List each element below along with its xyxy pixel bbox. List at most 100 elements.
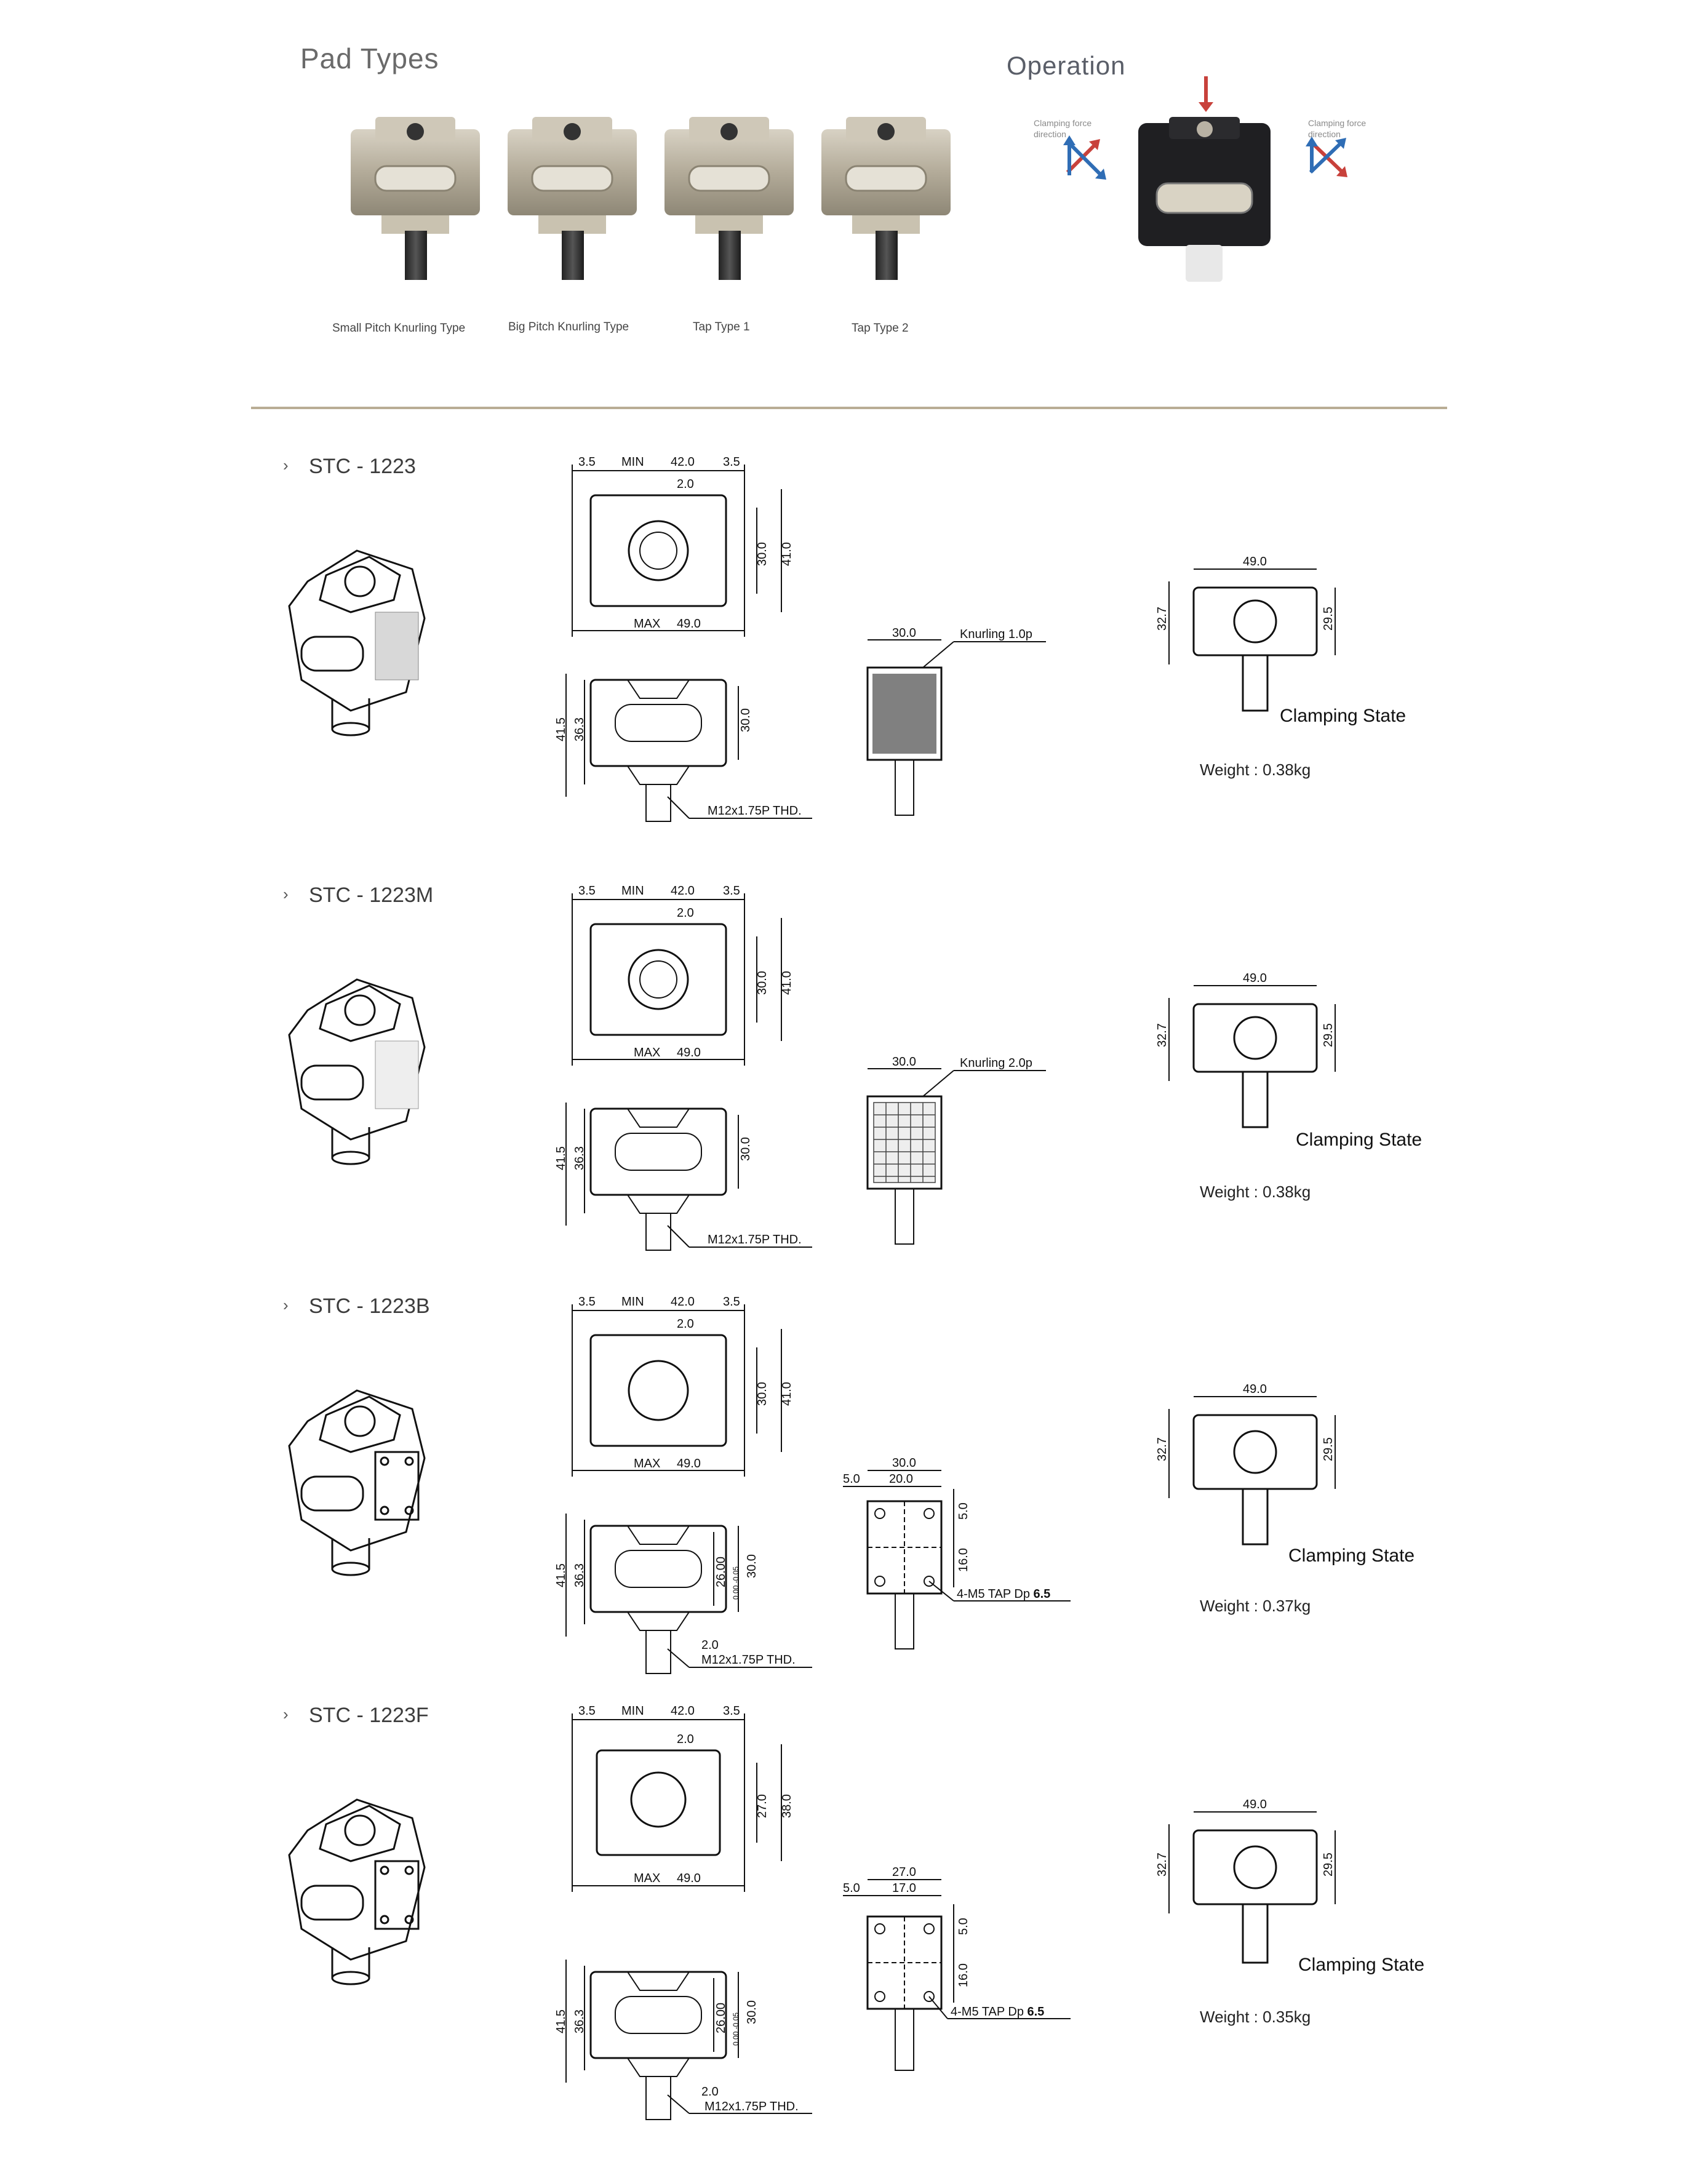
- dim-side-width: 30.0: [892, 1055, 916, 1069]
- knurling-pattern: [873, 1102, 936, 1183]
- operation-diagram: [1063, 76, 1347, 282]
- knurling-pattern: [872, 674, 936, 754]
- product-section-stc-1223f: › STC - 1223F: [0, 1701, 1708, 2144]
- dim-min-value: 42.0: [671, 884, 695, 898]
- tap-label: 4-M5 TAP Dp 6.5: [951, 2005, 1044, 2019]
- dim-state-h-right: 29.5: [1322, 1853, 1335, 1877]
- dim-max-label: MAX: [634, 1872, 660, 1885]
- side-view-drawing: 27.0 5.0 17.0 5.0 16.0 4-M5 TAP Dp 6.5: [843, 1865, 1071, 2071]
- dim-side-inner: 20.0: [889, 1472, 913, 1486]
- dim-center: 2.0: [677, 477, 694, 491]
- dim-max-value: 49.0: [677, 1872, 701, 1885]
- top-view-drawing: 3.5 MIN 42.0 3.5 2.0 30.0 41.0 MAX 49.0 …: [554, 455, 812, 822]
- down-arrow-icon: [1199, 76, 1213, 112]
- dim-h2: 41.0: [780, 971, 794, 995]
- dim-h2: 38.0: [780, 1794, 794, 1818]
- weight-label: Weight : 0.35kg: [1200, 2008, 1311, 2026]
- dim-h1: 30.0: [756, 971, 769, 995]
- dim-state-h-left: 32.7: [1155, 1023, 1169, 1047]
- pad-types-photos: [351, 117, 951, 280]
- operation-clamp-photo: [1138, 117, 1271, 282]
- section-title: STC - 1223B: [309, 1294, 430, 1318]
- dim-max-label: MAX: [634, 1046, 660, 1059]
- dim-min-label: MIN: [621, 1704, 644, 1718]
- top-view-drawing: 3.5 MIN 42.0 3.5 2.0 30.0 41.0 MAX 49.0 …: [554, 1295, 812, 1674]
- dim-h1: 27.0: [756, 1794, 769, 1818]
- weight-label: Weight : 0.38kg: [1200, 1183, 1311, 1201]
- dim-side-edge: 5.0: [843, 1881, 860, 1895]
- dim-side-v-top: 5.0: [957, 1918, 970, 1935]
- dim-max-value: 49.0: [677, 617, 701, 631]
- iso-drawing: [288, 1798, 426, 1985]
- side-view-drawing: 30.0 Knurling 1.0p: [866, 626, 1046, 816]
- dim-gap: 2.0: [701, 2085, 719, 2099]
- dim-min-value: 42.0: [671, 1295, 695, 1309]
- dim-state-h-left: 32.7: [1155, 1853, 1169, 1877]
- dim-right-gap: 3.5: [723, 455, 740, 469]
- product-section-stc-1223b: › STC - 1223B: [0, 1292, 1708, 1698]
- dim-state-width: 49.0: [1243, 1798, 1267, 1811]
- section-title: STC - 1223M: [309, 884, 434, 907]
- dim-left-gap: 3.5: [578, 1295, 596, 1309]
- thread-label: M12x1.75P THD.: [701, 1653, 796, 1667]
- iso-drawing: [288, 1389, 426, 1576]
- dim-min-value: 42.0: [671, 1704, 695, 1718]
- dim-h-mid: 26.00: [714, 2003, 728, 2033]
- dim-left-gap: 3.5: [578, 884, 596, 898]
- dim-h-body: 30.0: [739, 708, 752, 732]
- iso-drawing: [288, 978, 426, 1165]
- dim-h-outer: 41.5: [554, 2009, 568, 2033]
- dim-min-label: MIN: [621, 1295, 644, 1309]
- pad-caption-small-pitch: Small Pitch Knurling Type: [332, 322, 466, 335]
- dim-min-value: 42.0: [671, 455, 695, 469]
- dim-h1: 30.0: [756, 1382, 769, 1406]
- dim-min-label: MIN: [621, 455, 644, 469]
- side-view-drawing: 30.0 Knurling 2.0p: [866, 1055, 1046, 1245]
- side-view-drawing: 30.0 5.0 20.0 5.0 16.0 4-M5 TAP Dp 6.5: [843, 1456, 1071, 1649]
- product-section-stc-1223: › STC - 1223: [0, 452, 1708, 846]
- clamping-state-drawing: 49.0 32.7 29.5: [1155, 971, 1336, 1128]
- clamping-state-drawing: 49.0 32.7 29.5: [1155, 1382, 1336, 1546]
- clamping-force-label-right: Clamping force direction: [1308, 118, 1367, 139]
- thread-label: M12x1.75P THD.: [708, 804, 802, 818]
- dim-gap: 2.0: [701, 1638, 719, 1652]
- section-title: STC - 1223F: [309, 1704, 429, 1727]
- dim-state-h-right: 29.5: [1322, 1023, 1335, 1047]
- dim-right-gap: 3.5: [723, 1295, 740, 1309]
- thread-label: M12x1.75P THD.: [704, 2100, 799, 2113]
- dim-max-label: MAX: [634, 617, 660, 631]
- top-view-drawing: 3.5 MIN 42.0 3.5 2.0 27.0 38.0 MAX 49.0 …: [554, 1704, 812, 2120]
- pad-photo-tap-2: [821, 117, 951, 280]
- dim-h-body: 30.0: [745, 1554, 759, 1578]
- dim-max-value: 49.0: [677, 1457, 701, 1470]
- knurling-note: Knurling 1.0p: [960, 628, 1032, 641]
- dim-h-inner: 36.3: [573, 1146, 586, 1170]
- dim-side-v-mid: 16.0: [957, 1963, 970, 1987]
- left-arrows-icon: [1063, 135, 1106, 180]
- dim-max-value: 49.0: [677, 1046, 701, 1059]
- thread-label: M12x1.75P THD.: [708, 1233, 802, 1247]
- dim-h-outer: 41.5: [554, 717, 568, 741]
- dim-right-gap: 3.5: [723, 884, 740, 898]
- chevron-right-icon: ›: [283, 1705, 289, 1723]
- dim-h-body: 30.0: [745, 2000, 759, 2024]
- product-section-stc-1223m: › STC - 1223M: [0, 881, 1708, 1275]
- pad-photo-tap-1: [664, 117, 794, 280]
- dim-tolerance: 0.00 -0.05: [732, 1566, 740, 1600]
- dim-tolerance: 0.00 -0.05: [732, 2012, 740, 2046]
- dim-state-width: 49.0: [1243, 555, 1267, 568]
- chevron-right-icon: ›: [283, 885, 289, 903]
- dim-state-width: 49.0: [1243, 971, 1267, 985]
- dim-left-gap: 3.5: [578, 455, 596, 469]
- dim-state-width: 49.0: [1243, 1382, 1267, 1396]
- dim-h-mid: 26.00: [714, 1557, 728, 1587]
- dim-state-h-right: 29.5: [1322, 607, 1335, 631]
- pad-types-title: Pad Types: [300, 42, 439, 74]
- dim-side-width: 30.0: [892, 626, 916, 640]
- dim-right-gap: 3.5: [723, 1704, 740, 1718]
- dim-max-label: MAX: [634, 1457, 660, 1470]
- dim-h-outer: 41.5: [554, 1563, 568, 1587]
- tap-label: 4-M5 TAP Dp 6.5: [957, 1587, 1050, 1601]
- dim-side-v-top: 5.0: [957, 1502, 970, 1520]
- pad-caption-tap-1: Tap Type 1: [693, 321, 750, 333]
